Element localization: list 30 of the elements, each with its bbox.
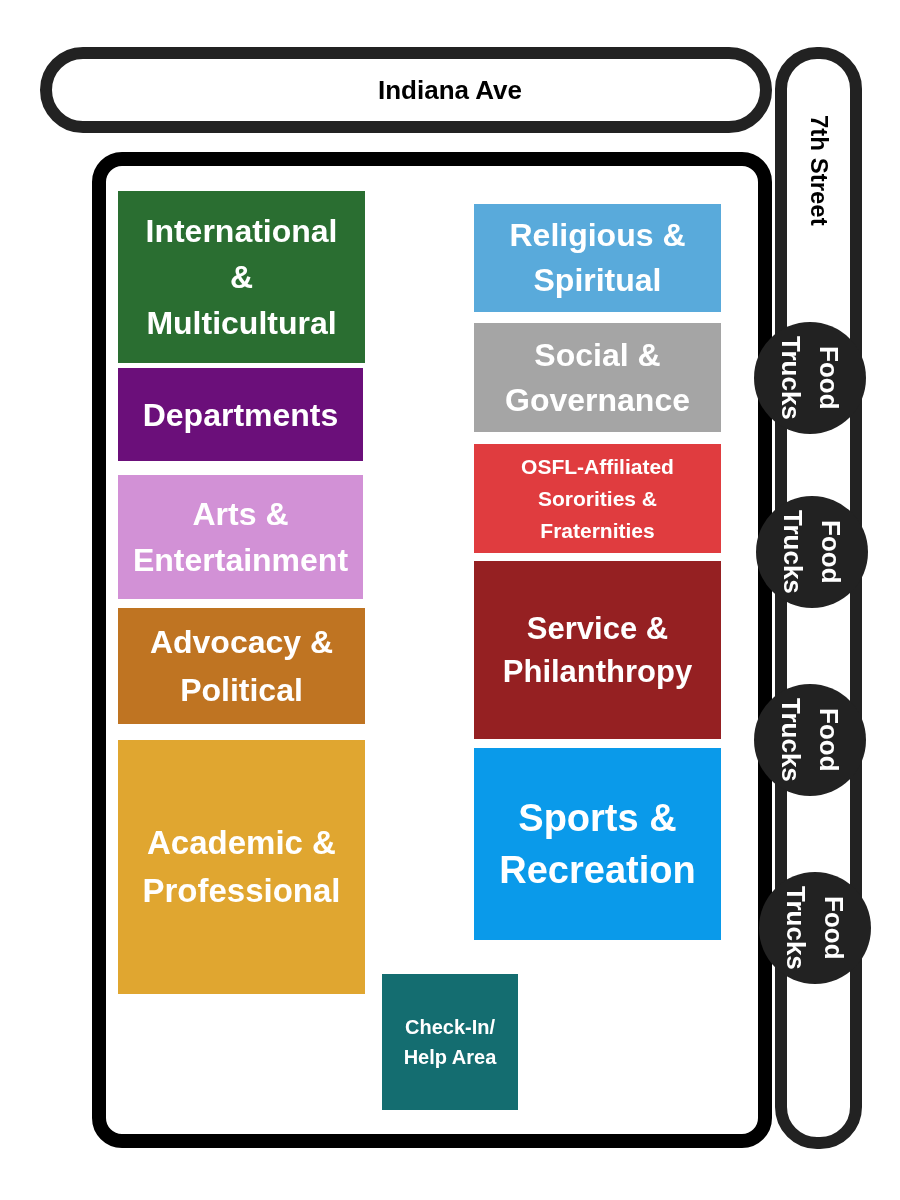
zone-label: International & Multicultural	[144, 212, 339, 343]
zone-label: Academic & Professional	[141, 823, 342, 911]
food-truck-label: Food Trucks	[775, 335, 845, 422]
food-truck-label: Food Trucks	[777, 509, 847, 596]
zone-label: Departments	[142, 395, 339, 435]
street-band	[40, 47, 772, 133]
check-in-label: Check-In/ Help Area	[402, 1015, 498, 1070]
zone-label: Arts & Entertainment	[131, 495, 350, 580]
street-name: Indiana Ave	[378, 74, 522, 106]
zone-label: Sports & Recreation	[498, 796, 697, 893]
venue-area	[92, 152, 772, 1148]
zone-box	[118, 608, 365, 724]
food-truck-label: Food Trucks	[780, 885, 850, 972]
street-name: 7th Street	[804, 115, 833, 226]
zone-box	[474, 561, 721, 739]
zone-box	[118, 368, 363, 461]
zone-box	[118, 191, 365, 363]
zone-box	[474, 748, 721, 940]
check-in-box	[382, 974, 518, 1110]
zone-box	[118, 475, 363, 599]
zone-box	[474, 444, 721, 553]
zone-label: Social & Governance	[504, 335, 691, 420]
zone-label: Service & Philanthropy	[501, 610, 694, 691]
zone-label: Religious & Spiritual	[508, 216, 687, 300]
zone-label: OSFL-Affiliated Sororities & Fraternities	[520, 453, 675, 544]
zone-box	[474, 204, 721, 312]
zone-label: Advocacy & Political	[148, 623, 335, 710]
zone-box	[474, 323, 721, 432]
food-truck-label: Food Trucks	[775, 697, 845, 784]
zone-box	[118, 740, 365, 994]
